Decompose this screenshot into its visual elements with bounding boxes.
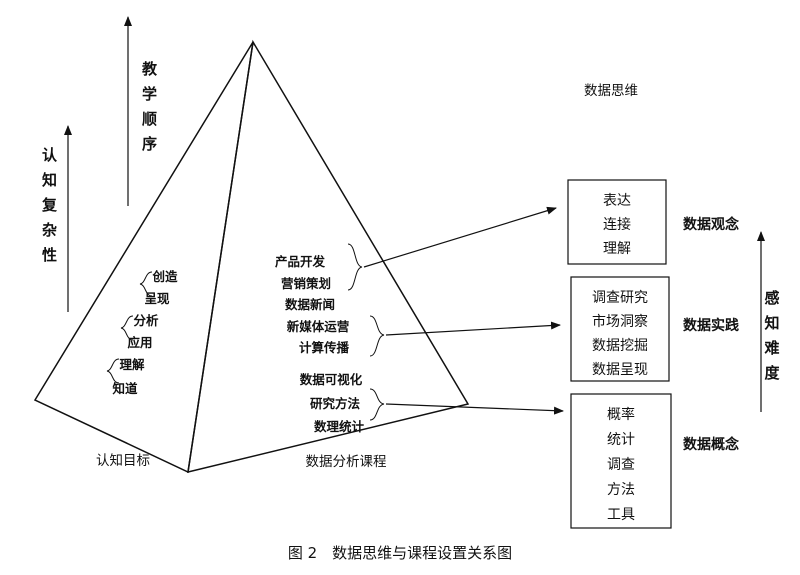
- data-thinking-label: 数据思维: [584, 83, 638, 99]
- concept-box-item: 连接: [603, 216, 631, 233]
- practice-box-item: 数据呈现: [592, 362, 648, 378]
- teaching-order-char: 序: [142, 135, 157, 153]
- course-computational-communication: 计算传播: [299, 340, 350, 355]
- left-bracket-1: [139, 271, 153, 297]
- right-bracket-1: [347, 243, 363, 291]
- basics-box-item: 方法: [607, 482, 635, 498]
- course-new-media-operation: 新媒体运营: [287, 319, 350, 334]
- teaching-order-char: 学: [142, 85, 157, 103]
- course-marketing-planning: 营销策划: [281, 276, 331, 291]
- pyramid-right-face: [187, 39, 470, 473]
- concept-box-item: 表达: [603, 193, 631, 209]
- cognitive-complexity-char: 性: [42, 246, 57, 264]
- basics-box-item: 概率: [607, 406, 635, 423]
- practice-box-item: 调查研究: [592, 290, 648, 306]
- data-analysis-courses-label: 数据分析课程: [306, 454, 387, 470]
- cognitive-goals-label: 认知目标: [96, 452, 150, 469]
- course-mathematical-statistics: 数理统计: [313, 419, 365, 434]
- arrow-to-concept-box: [363, 206, 557, 268]
- left-item-create: 创造: [151, 269, 178, 284]
- course-data-journalism: 数据新闻: [284, 297, 335, 312]
- practice-box-item: 数据挖掘: [592, 338, 648, 354]
- category-data-basics: 数据概念: [683, 436, 740, 453]
- cognitive-complexity-char: 复: [41, 196, 58, 214]
- right-bracket-3: [369, 388, 385, 421]
- left-item-present: 呈现: [144, 291, 170, 306]
- arrow-to-practice-box: [385, 321, 561, 336]
- category-data-practice: 数据实践: [683, 317, 739, 334]
- figure-caption: 图 2 数据思维与课程设置关系图: [288, 544, 512, 562]
- category-data-concept: 数据观念: [683, 216, 740, 233]
- left-item-apply: 应用: [127, 335, 152, 350]
- basics-box: [570, 393, 672, 529]
- course-data-visualization: 数据可视化: [299, 372, 363, 387]
- course-product-development: 产品开发: [275, 254, 326, 269]
- basics-box-item: 统计: [607, 432, 635, 448]
- basics-box-item: 工具: [607, 507, 635, 523]
- arrow-to-basics-box: [385, 403, 564, 415]
- teaching-order-label: 教 学 顺 序: [141, 60, 158, 153]
- left-item-analyze: 分析: [133, 313, 159, 328]
- concept-box: [567, 179, 667, 265]
- difficulty-char: 感: [764, 289, 779, 307]
- difficulty-char: 难: [763, 339, 779, 357]
- cognitive-complexity-char: 知: [42, 171, 57, 189]
- difficulty-char: 知: [764, 314, 779, 332]
- course-research-methods: 研究方法: [310, 396, 361, 411]
- right-bracket-2: [369, 315, 385, 357]
- difficulty-label: 感 知 难 度: [763, 289, 780, 382]
- left-bracket-2: [120, 315, 134, 341]
- teaching-order-char: 顺: [142, 110, 157, 128]
- cognitive-complexity-char: 认: [42, 146, 58, 164]
- left-bracket-3: [106, 358, 120, 384]
- cognitive-complexity-char: 杂: [42, 221, 57, 239]
- practice-box-item: 市场洞察: [592, 313, 648, 330]
- concept-box-item: 理解: [603, 241, 631, 257]
- cognitive-complexity-label: 认 知 复 杂 性: [41, 146, 58, 264]
- practice-box: [570, 276, 670, 382]
- difficulty-char: 度: [764, 364, 780, 382]
- teaching-order-char: 教: [141, 60, 158, 78]
- left-item-know: 知道: [111, 381, 138, 396]
- basics-box-item: 调查: [607, 457, 635, 473]
- left-item-understand: 理解: [119, 357, 145, 372]
